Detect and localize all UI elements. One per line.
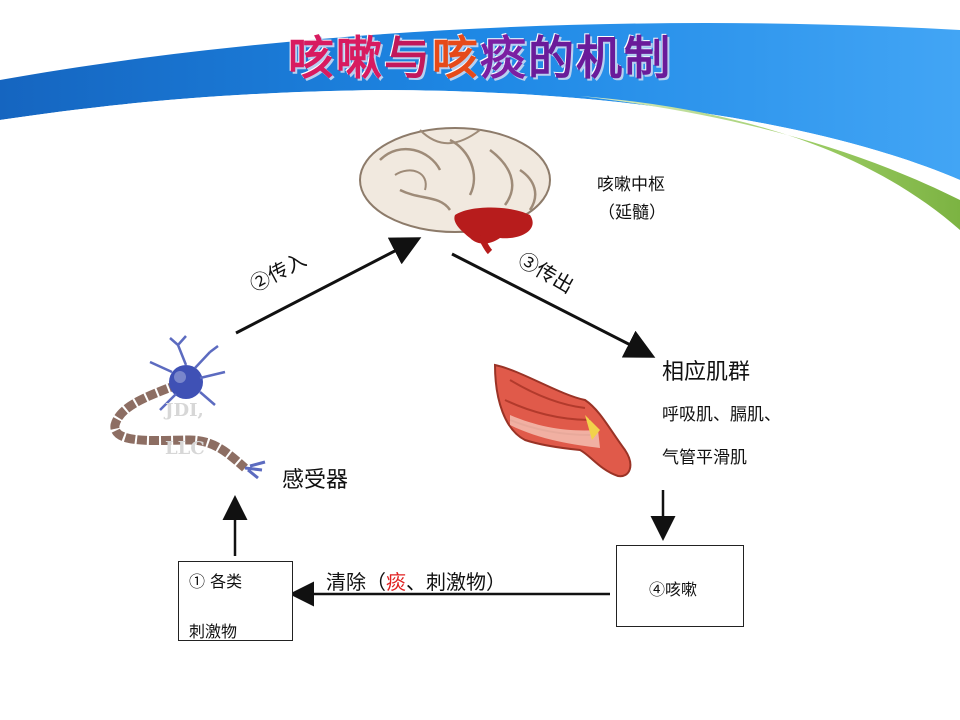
- receptor-label: 感受器: [282, 468, 349, 493]
- stimulus-line2: 刺激物: [189, 622, 238, 641]
- cough-center-sublabel: （延髓）: [598, 203, 666, 223]
- neuron-icon: [110, 335, 266, 480]
- title-part-1: 咳嗽: [288, 31, 384, 85]
- clear-label: 清除（痰、刺激物）: [326, 566, 506, 595]
- afferent-arrow: [235, 237, 422, 335]
- title-part-3: 咳: [432, 31, 480, 85]
- cough-center-label: 咳嗽中枢: [597, 175, 665, 195]
- cough-box-label: ④咳嗽: [649, 580, 698, 599]
- efferent-arrow: [451, 252, 656, 358]
- stimulus-box: ① 各类 刺激物: [178, 561, 293, 641]
- page-title: 咳嗽与咳痰的机制: [0, 22, 960, 88]
- clear-prefix: 清除（: [326, 570, 386, 594]
- clear-phlegm: 痰: [386, 570, 406, 594]
- muscle-group-line1: 呼吸肌、膈肌、: [662, 405, 781, 425]
- muscle-icon: [493, 363, 632, 478]
- title-part-5: 的机制: [528, 31, 672, 85]
- title-part-2: 与: [384, 31, 432, 85]
- muscle-group-title: 相应肌群: [662, 360, 751, 385]
- muscle-group-line2: 气管平滑肌: [662, 448, 747, 468]
- watermark-text-1: JDI,: [165, 400, 204, 421]
- stimulus-line1: ① 各类: [189, 572, 243, 591]
- clear-suffix: 、刺激物）: [406, 570, 506, 594]
- title-part-4: 痰: [480, 31, 528, 85]
- brain-icon: [359, 127, 551, 255]
- cough-box: ④咳嗽: [616, 545, 744, 627]
- watermark-text-2: LLC: [165, 438, 205, 459]
